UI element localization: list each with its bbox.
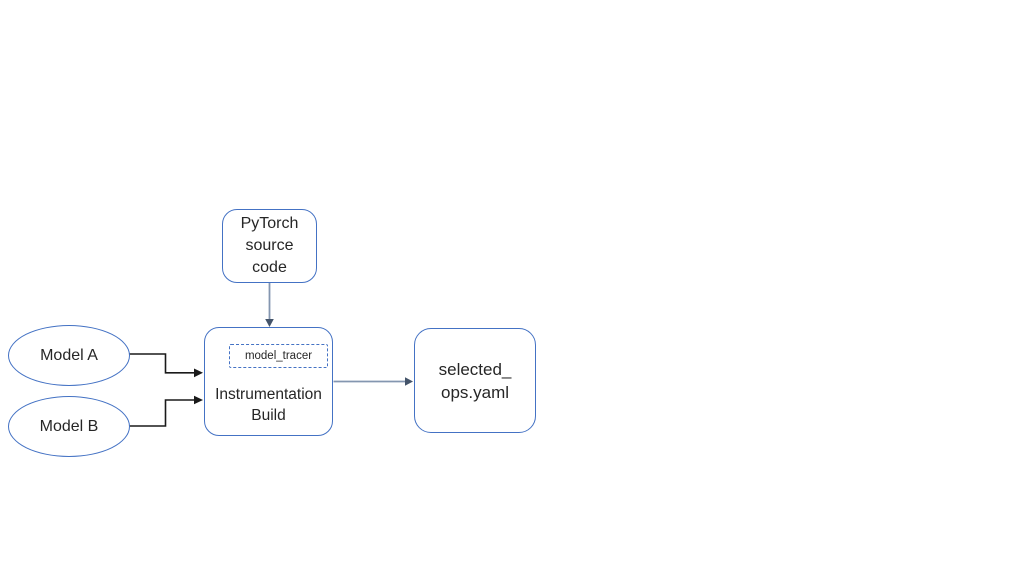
- arrowhead-right-icon: [194, 395, 203, 405]
- arrowhead-right-icon: [194, 368, 203, 378]
- node-selected-ops-yaml: selected_ ops.yaml: [414, 328, 536, 433]
- arrowhead-right-icon: [405, 377, 413, 386]
- node-model-b: Model B: [8, 396, 130, 457]
- node-selected-ops-yaml-label: selected_ ops.yaml: [438, 359, 512, 402]
- node-instrumentation-build: model_tracer Instrumentation Build: [204, 327, 333, 436]
- node-model-tracer-label: model_tracer: [244, 349, 313, 362]
- node-pytorch-source-code-label: PyTorch source code: [240, 215, 299, 276]
- node-model-b-label: Model B: [39, 417, 99, 435]
- connector-model-a-to-instrumentation: [129, 353, 195, 374]
- node-model-a-label: Model A: [40, 346, 98, 364]
- node-model-a: Model A: [8, 325, 130, 386]
- node-pytorch-source-code: PyTorch source code: [222, 209, 317, 283]
- node-instrumentation-build-label: Instrumentation Build: [215, 386, 322, 424]
- node-model-tracer: model_tracer: [229, 344, 328, 368]
- arrowhead-down-icon: [265, 319, 274, 327]
- connector-model-b-to-instrumentation: [129, 399, 195, 427]
